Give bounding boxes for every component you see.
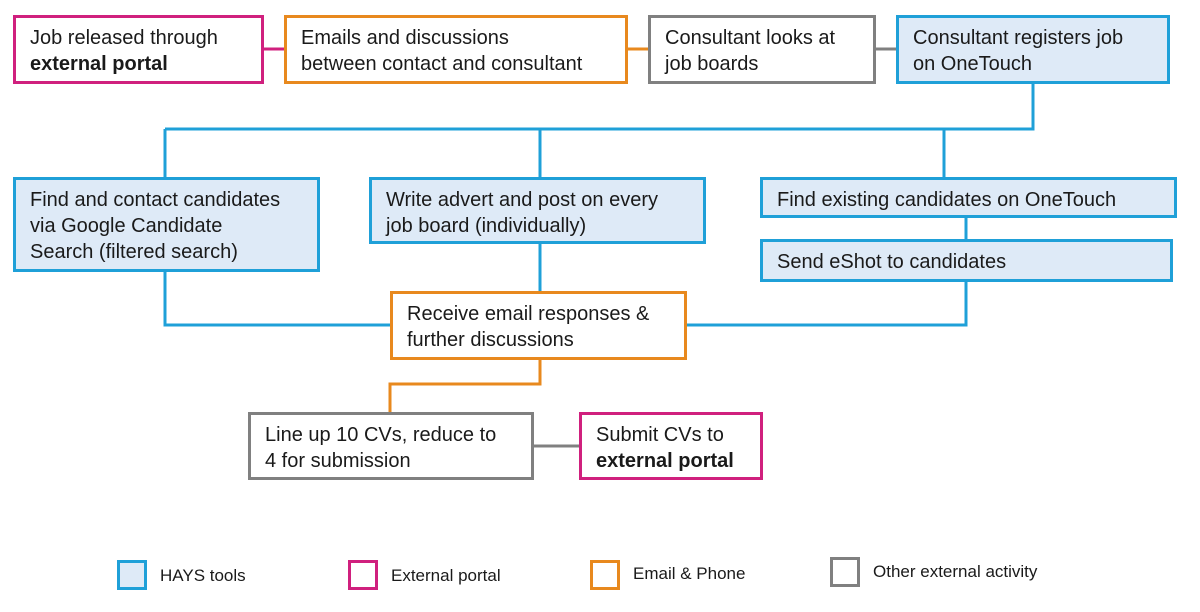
- step-google-line2: via Google Candidate: [30, 215, 223, 237]
- step-emails-discussions: Emails and discussions between contact a…: [284, 15, 628, 84]
- step-submit-cvs: Submit CVs to external portal: [579, 412, 763, 480]
- step-submit-line1: Submit CVs to: [596, 424, 724, 446]
- step-consultant-registers-line2: on OneTouch: [913, 53, 1032, 75]
- legend-label-other: Other external activity: [873, 562, 1038, 581]
- step-send-eshot-line1: Send eShot to candidates: [777, 251, 1007, 273]
- legend-label-hays: HAYS tools: [160, 566, 246, 585]
- step-job-released-line2: external portal: [30, 53, 168, 75]
- step-lineup-line1: Line up 10 CVs, reduce to: [265, 424, 497, 446]
- step-send-eshot: Send eShot to candidates: [760, 239, 1173, 282]
- step-consultant-registers: Consultant registers job on OneTouch: [896, 15, 1170, 84]
- step-write-advert: Write advert and post on every job board…: [369, 177, 706, 244]
- step-find-existing: Find existing candidates on OneTouch: [760, 177, 1177, 218]
- step-submit-line2: external portal: [596, 450, 734, 472]
- step-find-contact-google: Find and contact candidates via Google C…: [13, 177, 320, 272]
- step-emails-line1: Emails and discussions: [301, 27, 509, 49]
- step-line-up-cvs: Line up 10 CVs, reduce to 4 for submissi…: [248, 412, 534, 480]
- step-receive-line2: further discussions: [407, 329, 574, 351]
- legend-swatch-other: [830, 557, 860, 587]
- legend-swatch-email: [590, 560, 620, 590]
- step-receive-email: Receive email responses & further discus…: [390, 291, 687, 360]
- step-consultant-looks-line2: job boards: [665, 53, 759, 75]
- legend-label-email: Email & Phone: [633, 564, 746, 583]
- step-google-line1: Find and contact candidates: [30, 189, 281, 211]
- step-job-released: Job released through external portal: [13, 15, 264, 84]
- legend-swatch-hays: [117, 560, 147, 590]
- connector-eshot-to-receive: [686, 281, 968, 327]
- step-google-line3: Search (filtered search): [30, 241, 238, 263]
- step-emails-line2: between contact and consultant: [301, 53, 583, 75]
- legend-label-external: External portal: [391, 566, 501, 585]
- step-job-released-line1: Job released through: [30, 27, 218, 49]
- step-consultant-looks: Consultant looks at job boards: [648, 15, 876, 84]
- connector-google-to-receive: [163, 271, 392, 327]
- step-advert-line2: job board (individually): [386, 215, 587, 237]
- step-consultant-looks-line1: Consultant looks at: [665, 27, 836, 49]
- legend-swatch-external: [348, 560, 378, 590]
- step-find-existing-line1: Find existing candidates on OneTouch: [777, 189, 1117, 211]
- step-lineup-line2: 4 for submission: [265, 450, 411, 472]
- step-advert-line1: Write advert and post on every: [386, 189, 658, 211]
- step-receive-line1: Receive email responses &: [407, 303, 650, 325]
- step-consultant-registers-line1: Consultant registers job: [913, 27, 1124, 49]
- connector-registers-branch: [165, 83, 1035, 131]
- connector-receive-to-lineup: [388, 359, 542, 413]
